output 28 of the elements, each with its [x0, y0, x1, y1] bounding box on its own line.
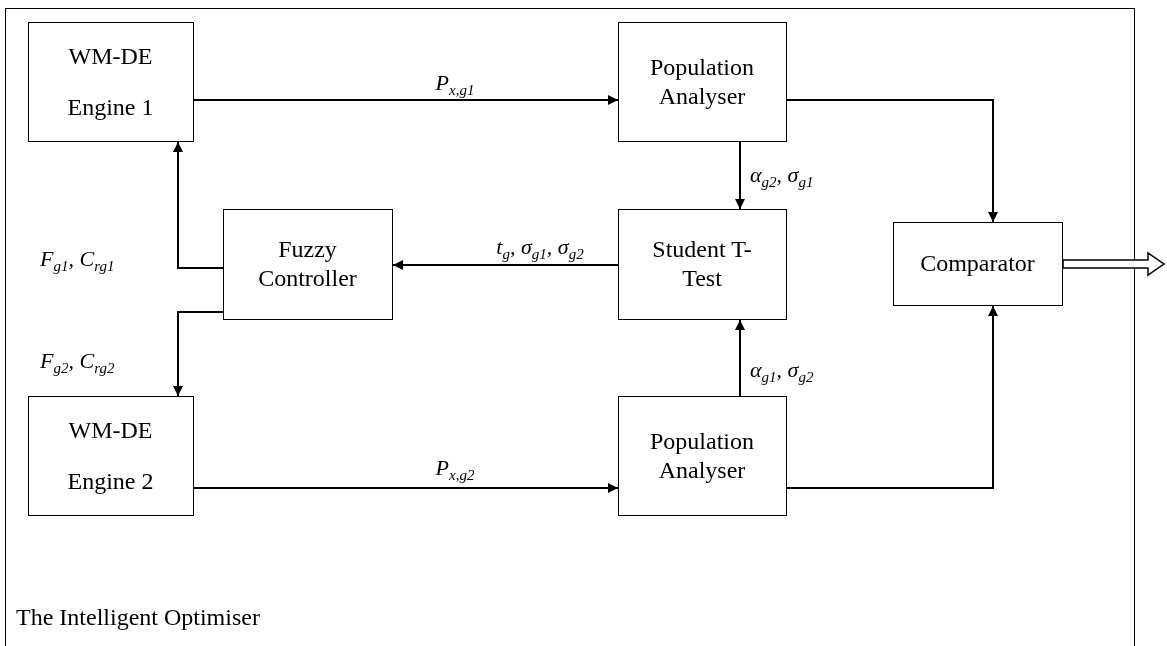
arrow: [786, 305, 998, 489]
process-box: [27, 21, 194, 142]
box-label: Population Analyser: [649, 52, 755, 111]
box-label: Comparator: [920, 249, 1035, 278]
process-box: [617, 395, 787, 516]
frame-title: The Intelligent Optimiser: [16, 604, 260, 631]
process-box: [222, 208, 393, 320]
arrow: [735, 319, 745, 397]
process-box: [27, 395, 194, 516]
box-label: Population Analyser: [649, 426, 755, 485]
process-box: [617, 21, 787, 142]
arrow: [193, 483, 619, 493]
box-label: Engine 1: [67, 92, 154, 122]
arrow: [173, 311, 224, 397]
arrow: [786, 99, 998, 223]
box-label: Engine 2: [67, 466, 154, 496]
box-label: WM-DE: [68, 41, 153, 71]
arrow: [193, 95, 619, 105]
box-label: Student T-Test: [651, 235, 753, 293]
arrow: [392, 260, 619, 270]
box-label: Fuzzy Controller: [257, 235, 358, 293]
optimiser-frame: [5, 8, 1135, 646]
arrow: [735, 141, 745, 210]
process-box: [617, 208, 787, 320]
arrow: [173, 141, 224, 269]
process-box: [892, 221, 1063, 306]
box-label: WM-DE: [68, 415, 153, 445]
output-arrow: [1062, 251, 1166, 277]
